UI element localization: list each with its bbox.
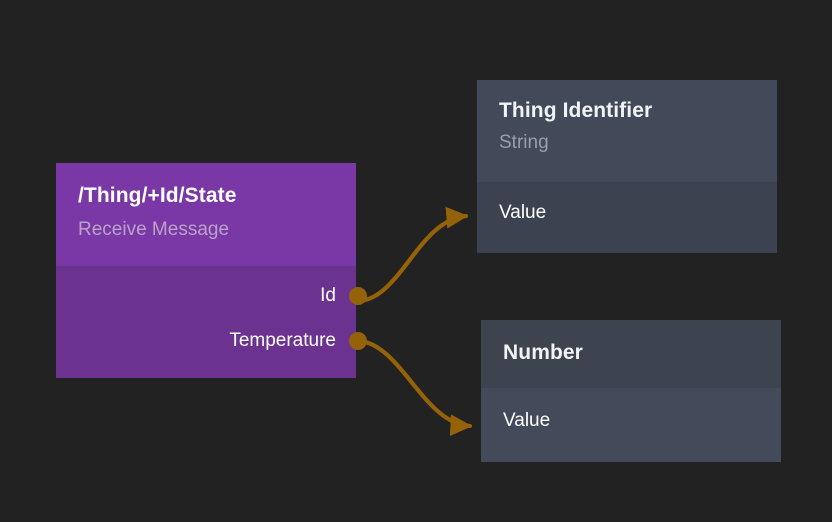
node-number[interactable]: Number Value bbox=[481, 320, 781, 462]
input-port-value[interactable]: Value bbox=[499, 202, 547, 223]
node-thing-identifier[interactable]: Thing Identifier String Value bbox=[477, 80, 777, 253]
node-title: Thing Identifier bbox=[499, 99, 653, 122]
node-title: /Thing/+Id/State bbox=[78, 184, 237, 207]
node-body: Id Temperature bbox=[56, 266, 367, 378]
node-subtitle: Receive Message bbox=[78, 219, 230, 240]
output-port-label: Id bbox=[320, 285, 336, 306]
node-title: Number bbox=[503, 341, 583, 364]
node-header: Number bbox=[481, 320, 781, 388]
node-body: Value bbox=[481, 388, 781, 462]
output-port-id[interactable]: Id bbox=[56, 284, 367, 308]
node-header: /Thing/+Id/State Receive Message bbox=[56, 163, 356, 266]
input-port-value[interactable]: Value bbox=[503, 410, 551, 431]
edge-id-to-thing-identifier[interactable] bbox=[354, 206, 469, 304]
node-receive-message[interactable]: /Thing/+Id/State Receive Message Id Temp… bbox=[56, 163, 367, 378]
output-port-temperature[interactable]: Temperature bbox=[56, 329, 367, 353]
node-body: Value bbox=[477, 182, 777, 253]
output-port-label: Temperature bbox=[229, 330, 336, 351]
node-subtitle: String bbox=[499, 132, 549, 153]
node-header: Thing Identifier String bbox=[477, 80, 777, 182]
edge-temperature-to-number[interactable] bbox=[354, 338, 473, 437]
port-dot-icon[interactable] bbox=[349, 287, 367, 305]
port-dot-icon[interactable] bbox=[349, 332, 367, 350]
